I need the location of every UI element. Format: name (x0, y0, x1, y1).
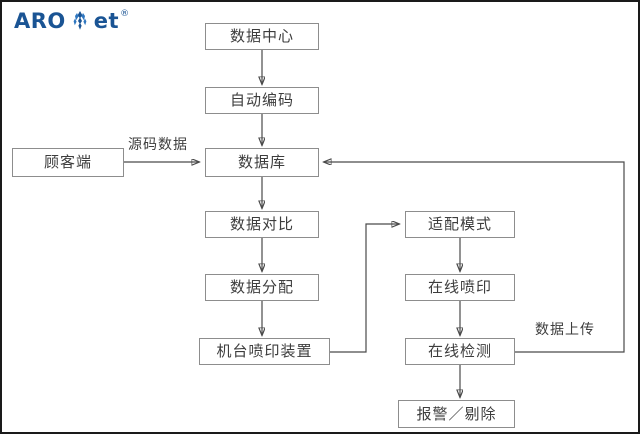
brand-name-prefix: ARO (14, 9, 66, 33)
node-database[interactable]: 数据库 (205, 148, 319, 177)
node-label: 适配模式 (427, 216, 492, 233)
edge-label-data-upload: 数据上传 (535, 321, 595, 337)
node-label: 自动编码 (229, 92, 294, 109)
node-data-center[interactable]: 数据中心 (205, 23, 319, 50)
node-online-inspection[interactable]: 在线检测 (405, 338, 515, 365)
node-label: 数据中心 (229, 28, 294, 45)
node-label: 在线检测 (427, 343, 492, 360)
node-label: 在线喷印 (427, 279, 492, 296)
node-label: 机台喷印装置 (216, 343, 313, 360)
node-label: 报警／剔除 (416, 405, 497, 423)
node-data-comparison[interactable]: 数据对比 (205, 211, 319, 238)
node-customer-end[interactable]: 顾客端 (12, 148, 124, 177)
node-label: 数据分配 (229, 279, 294, 296)
brand-name-suffix: et (93, 9, 120, 33)
node-alarm-reject[interactable]: 报警／剔除 (398, 400, 515, 428)
node-machine-printer[interactable]: 机台喷印装置 (199, 338, 330, 365)
node-data-allocation[interactable]: 数据分配 (205, 274, 319, 301)
node-online-printing[interactable]: 在线喷印 (405, 274, 515, 301)
edge-label-source-code-data: 源码数据 (128, 136, 188, 152)
brand-logo: ARO et ® (14, 8, 129, 36)
registered-trademark-icon: ® (120, 9, 130, 19)
node-label: 数据对比 (229, 216, 294, 233)
node-label: 数据库 (237, 154, 286, 171)
leaf-logo-icon (69, 9, 91, 33)
node-label: 顾客端 (43, 154, 92, 171)
node-adaptation-mode[interactable]: 适配模式 (405, 211, 515, 238)
node-auto-encoding[interactable]: 自动编码 (205, 87, 319, 114)
